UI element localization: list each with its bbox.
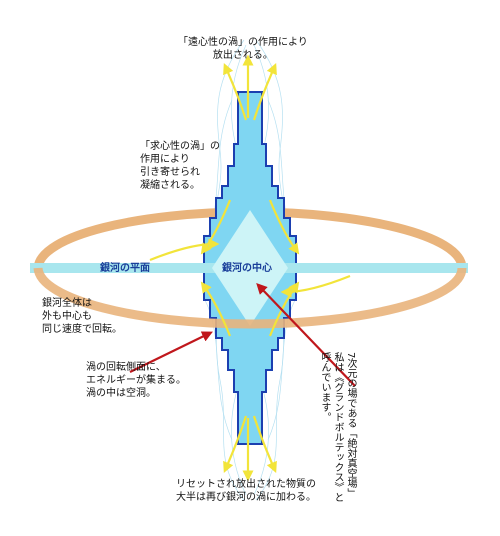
label-grand-vortex: 7次元の場である「絶対真空場」 私は《グランドボルテックス》と 呼んでいます。 xyxy=(319,352,356,502)
label-galactic-plane: 銀河の平面 xyxy=(100,263,150,274)
galactic-disk-front xyxy=(33,266,467,329)
label-centrifugal-vortex: 「遠心性の渦」の作用により 放出される。 xyxy=(178,37,308,61)
label-uniform-rotation: 銀河全体は 外も中心も 同じ速度で回転。 xyxy=(42,298,122,335)
label-centripetal-vortex: 「求心性の渦」の 作用により 引き寄せられ 凝縮される。 xyxy=(140,141,220,191)
label-reset-matter: リセットされ放出された物質の 大半は再び銀河の渦に加わる。 xyxy=(176,479,316,503)
label-galactic-center: 銀河の中心 xyxy=(222,263,272,274)
flow-arrows xyxy=(149,54,351,482)
pointer-arrows xyxy=(129,283,356,387)
label-vortex-energy: 渦の回転側面に、 エネルギーが集まる。 渦の中は空洞。 xyxy=(86,362,186,399)
